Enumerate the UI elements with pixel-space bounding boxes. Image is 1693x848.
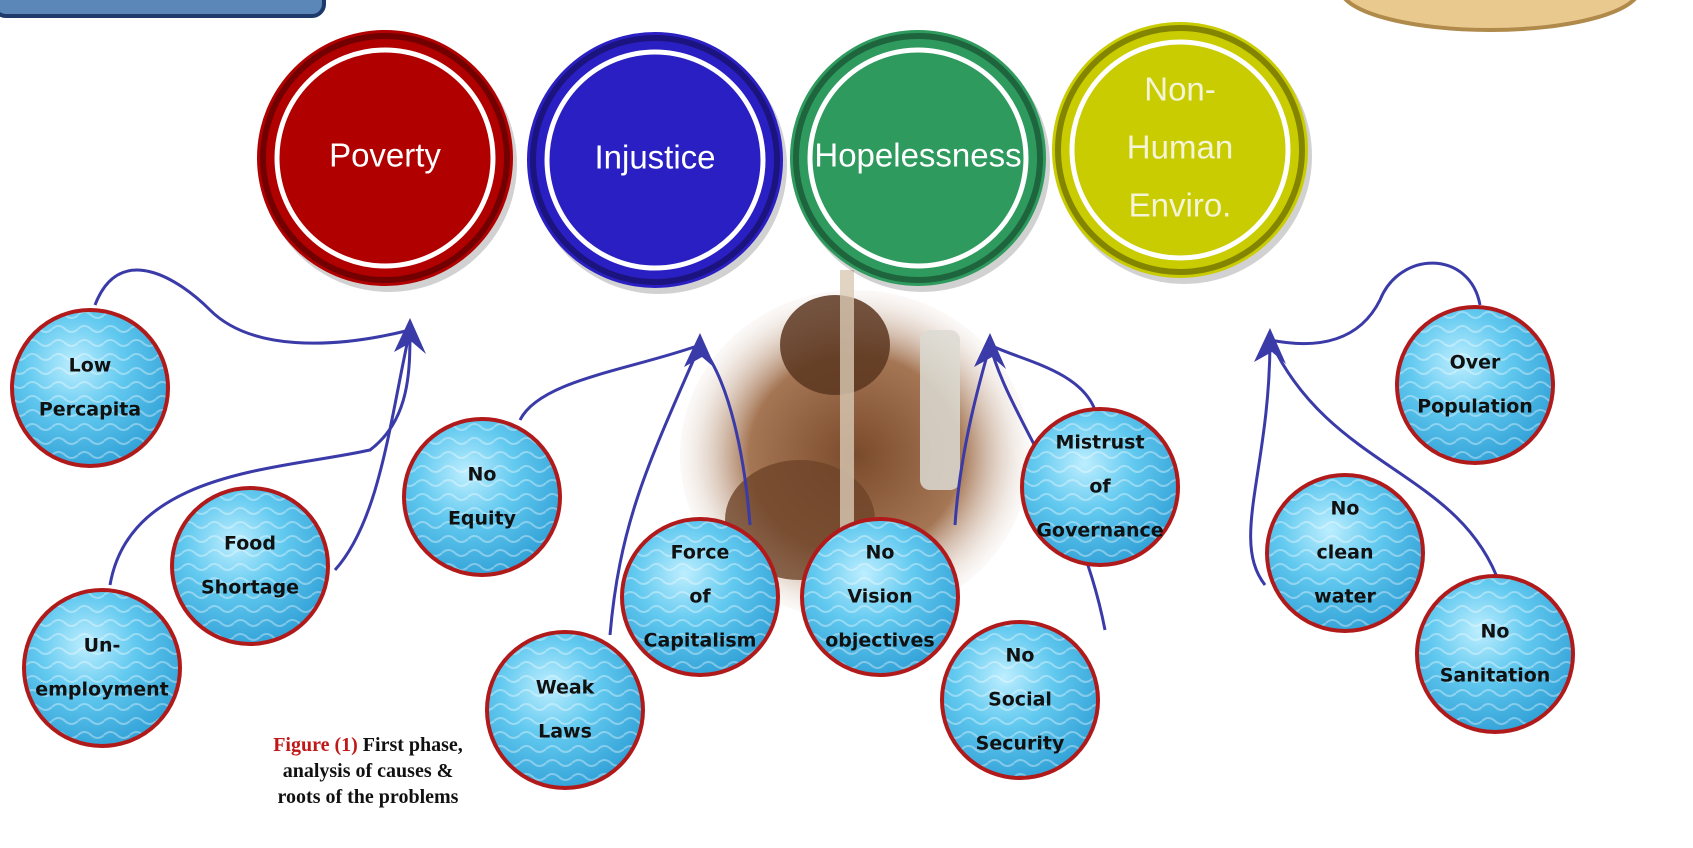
cause-circle-label: Weak xyxy=(536,677,595,699)
connector-line xyxy=(335,330,410,570)
cause-circle-no-social-security: NoSocialSecurity xyxy=(942,622,1098,778)
cause-circle-label: No xyxy=(1006,645,1035,667)
cause-circle-label: Vision xyxy=(847,586,912,608)
figure-ref: Figure (1) xyxy=(273,734,358,756)
cause-circle-unemployment: Un-employment xyxy=(24,590,180,746)
cause-circle-no-vision-objectives: NoVision objectives xyxy=(802,519,958,675)
arrow-head xyxy=(684,333,716,369)
main-circle-hopelessness: Hopelessness xyxy=(790,30,1050,292)
cause-circle-label: Food xyxy=(224,533,276,555)
cause-circle-label: Population xyxy=(1417,396,1533,418)
cause-circle-label: Security xyxy=(976,733,1065,755)
cause-circle-no-equity: NoEquity xyxy=(404,419,560,575)
cause-circle-label: Un- xyxy=(84,635,121,657)
cause-circle-label: No xyxy=(866,542,895,564)
cause-circle-label: Force xyxy=(671,542,730,564)
top-left-banner xyxy=(0,0,324,16)
cause-circle-label: Percapita xyxy=(39,399,141,421)
cause-circle-label: No xyxy=(1331,498,1360,520)
cause-circle-mistrust-of-governance: Mistrust ofGovernance xyxy=(1022,409,1178,565)
caption-line-3: roots of the problems xyxy=(218,784,518,810)
cause-circle-label: Capitalism xyxy=(644,630,757,652)
main-circle-label: Injustice xyxy=(594,139,715,176)
caption-line-2: analysis of causes & xyxy=(218,758,518,784)
cause-circle-no-sanitation: NoSanitation xyxy=(1417,576,1573,732)
cause-circle-label: No xyxy=(1481,621,1510,643)
cause-circle-force-of-capitalism: Force ofCapitalism xyxy=(622,519,778,675)
main-circle-label: Non- xyxy=(1144,71,1216,108)
main-circle-injustice: Injustice xyxy=(527,32,787,294)
cause-circle-label: Governance xyxy=(1036,520,1163,542)
main-circle-poverty: Poverty xyxy=(257,30,517,292)
main-circle-label: Human xyxy=(1127,129,1233,166)
top-right-badge xyxy=(1340,0,1640,30)
cause-circle-label: Low xyxy=(69,355,112,377)
cause-circle-label: employment xyxy=(35,679,169,701)
main-circle-label: Enviro. xyxy=(1129,187,1232,224)
figure-caption: Figure (1) First phase, analysis of caus… xyxy=(218,732,518,810)
main-circle-non-human: Non- HumanEnviro. xyxy=(1052,22,1312,284)
cause-circle-label: Equity xyxy=(448,508,517,530)
cause-circle-no-clean-water: No clean water xyxy=(1267,475,1423,631)
cause-circle-label: Mistrust xyxy=(1055,432,1144,454)
cause-circle-label: clean xyxy=(1316,542,1373,564)
cause-circle-label: of xyxy=(689,586,711,608)
cause-circle-food-shortage: FoodShortage xyxy=(172,488,328,644)
cause-circle-label: objectives xyxy=(825,630,935,652)
cause-circle-low-percapita: LowPercapita xyxy=(12,310,168,466)
cause-circle-label: No xyxy=(468,464,497,486)
cause-circle-label: water xyxy=(1314,586,1376,608)
cause-circle-label: Shortage xyxy=(201,577,299,599)
cause-circle-label: of xyxy=(1089,476,1111,498)
main-circle-label: Hopelessness xyxy=(814,137,1021,174)
cause-circle-label: Social xyxy=(988,689,1052,711)
cause-circle-label: Over xyxy=(1450,352,1501,374)
caption-line-1: First phase, xyxy=(363,734,463,756)
main-circle-label: Poverty xyxy=(329,137,441,174)
cause-circle-over-population: OverPopulation xyxy=(1397,307,1553,463)
main-problem-circles: Poverty Injustice Hopelessness Non- HumanEnv… xyxy=(257,22,1312,294)
cause-circle-label: Sanitation xyxy=(1440,665,1551,687)
cause-circle-label: Laws xyxy=(538,721,592,743)
